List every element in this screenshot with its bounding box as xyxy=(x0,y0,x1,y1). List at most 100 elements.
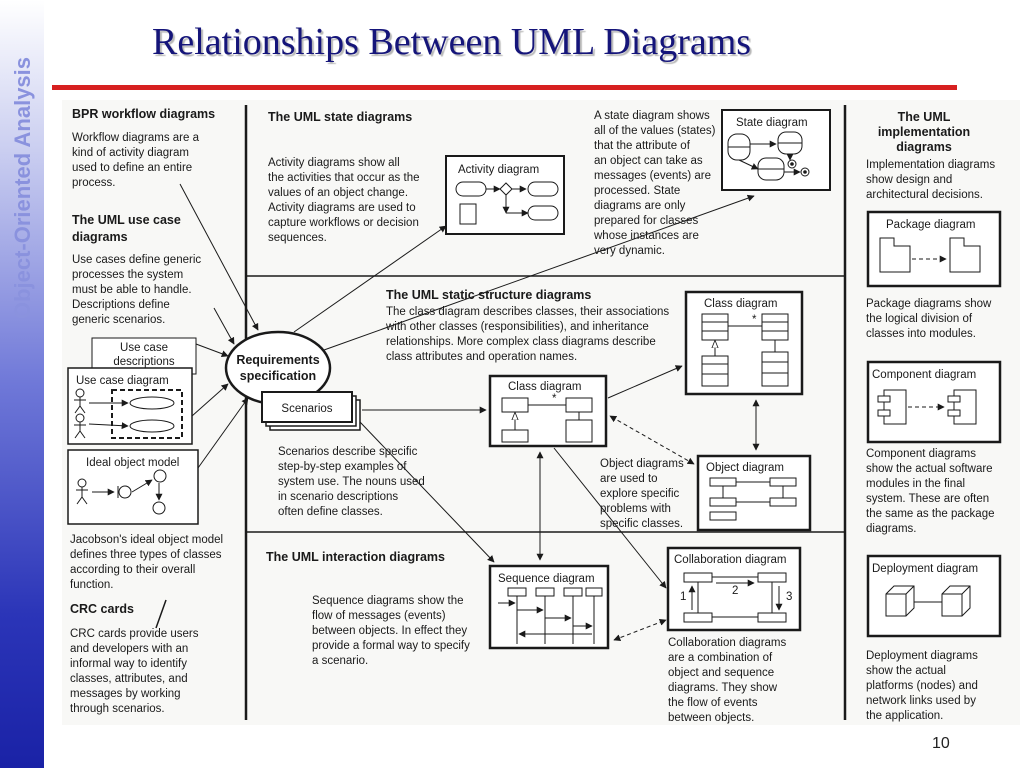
svg-text:Deployment diagram: Deployment diagram xyxy=(872,563,978,575)
svg-text:very dynamic.: very dynamic. xyxy=(594,245,665,257)
sidebar-label: Object-Oriented Analysis xyxy=(10,56,35,320)
svg-text:specific classes.: specific classes. xyxy=(600,518,683,530)
svg-text:step-by-step examples of: step-by-step examples of xyxy=(278,461,407,473)
svg-text:a scenario.: a scenario. xyxy=(312,655,368,667)
svg-text:Descriptions define: Descriptions define xyxy=(72,299,170,311)
svg-text:State diagram: State diagram xyxy=(736,117,808,129)
svg-text:The class diagram describes cl: The class diagram describes classes, the… xyxy=(386,306,669,318)
svg-text:Scenarios describe specific: Scenarios describe specific xyxy=(278,446,418,458)
svg-text:Workflow diagrams are a: Workflow diagrams are a xyxy=(72,132,200,144)
sequence-diagram-box: Sequence diagram xyxy=(488,564,610,650)
svg-text:Activity diagrams show all: Activity diagrams show all xyxy=(268,157,400,169)
svg-text:the same as the package: the same as the package xyxy=(866,508,995,520)
uml-relationships-figure: BPR workflow diagrams Workflow diagrams … xyxy=(62,100,1020,725)
svg-text:in scenario descriptions: in scenario descriptions xyxy=(278,491,398,503)
svg-text:Collaboration diagram: Collaboration diagram xyxy=(674,554,787,566)
svg-text:system use. The nouns used: system use. The nouns used xyxy=(278,476,425,488)
svg-text:prepared for classes: prepared for classes xyxy=(594,215,698,227)
svg-text:diagrams: diagrams xyxy=(896,140,952,154)
svg-text:capture workflows or decision: capture workflows or decision xyxy=(268,217,419,229)
svg-text:diagrams.: diagrams. xyxy=(866,523,917,535)
class-diagram-center-box: Class diagram * xyxy=(488,374,608,448)
slide-title: Relationships Between UML Diagrams xyxy=(152,21,752,63)
svg-text:Implementation diagrams: Implementation diagrams xyxy=(866,159,995,171)
svg-text:CRC cards provide users: CRC cards provide users xyxy=(70,628,199,640)
svg-text:flow of messages (events): flow of messages (events) xyxy=(312,610,446,622)
svg-text:Deployment diagrams: Deployment diagrams xyxy=(866,650,978,662)
interaction-heading: The UML interaction diagrams xyxy=(266,550,445,564)
svg-text:show the actual: show the actual xyxy=(866,665,946,677)
svg-text:Requirements: Requirements xyxy=(236,353,319,367)
implementation-heading: The UML xyxy=(898,110,951,124)
svg-text:function.: function. xyxy=(70,579,113,591)
actor-icon xyxy=(74,388,86,439)
ideal-object-model-box: Ideal object model xyxy=(67,449,199,525)
svg-text:are used to: are used to xyxy=(600,473,658,485)
svg-text:class attributes and operation: class attributes and operation names. xyxy=(386,351,577,363)
bpr-heading: BPR workflow diagrams xyxy=(72,107,215,121)
svg-text:diagrams are only: diagrams are only xyxy=(594,200,686,212)
svg-text:show the actual software: show the actual software xyxy=(866,463,993,475)
state-diagram-box: State diagram xyxy=(721,109,831,191)
svg-text:provide a formal way to specif: provide a formal way to specify xyxy=(312,640,470,652)
package-diagram-box: Package diagram xyxy=(866,210,1002,288)
svg-text:according to their overall: according to their overall xyxy=(70,564,195,576)
svg-text:values of an object change.: values of an object change. xyxy=(268,187,408,199)
svg-text:through scenarios.: through scenarios. xyxy=(70,703,165,715)
component-diagram-box: Component diagram xyxy=(866,360,1002,444)
svg-text:explore specific: explore specific xyxy=(600,488,680,500)
state-diagram-description: A state diagram shows all of the values … xyxy=(593,110,716,257)
svg-text:Use case diagram: Use case diagram xyxy=(76,375,169,387)
svg-text:object and sequence: object and sequence xyxy=(668,667,774,679)
jacobson-section: Jacobson's ideal object model defines th… xyxy=(70,534,223,591)
svg-text:relationships. More complex c: relationships. More complex class diagra… xyxy=(386,336,656,348)
relationship-arrows xyxy=(179,183,760,642)
svg-text:Use case: Use case xyxy=(120,342,168,354)
svg-text:often define classes.: often define classes. xyxy=(278,506,383,518)
svg-text:process.: process. xyxy=(72,177,115,189)
svg-text:1: 1 xyxy=(680,591,686,603)
svg-text:3: 3 xyxy=(786,591,792,603)
section-dividers xyxy=(244,105,847,720)
use-case-heading: The UML use case xyxy=(72,213,181,227)
svg-text:Component diagrams: Component diagrams xyxy=(866,448,976,460)
svg-text:Object diagram: Object diagram xyxy=(706,462,784,474)
object-diagram-box: Object diagram xyxy=(696,454,812,532)
svg-text:generic scenarios.: generic scenarios. xyxy=(72,314,165,326)
svg-text:Class diagram: Class diagram xyxy=(508,381,582,393)
svg-text:and developers with an: and developers with an xyxy=(70,643,188,655)
svg-text:informal way to identify: informal way to identify xyxy=(70,658,187,670)
static-structure-section: The UML static structure diagrams The cl… xyxy=(385,288,669,363)
scenarios-box: Scenarios xyxy=(261,391,361,431)
svg-text:the logical division of: the logical division of xyxy=(866,313,973,325)
requirements-specification: Requirements specification xyxy=(224,330,332,406)
svg-text:with other classes (responsibi: with other classes (responsibilities), a… xyxy=(385,321,649,333)
svg-text:Object diagrams: Object diagrams xyxy=(600,458,684,470)
use-case-descriptions-box: Use case descriptions xyxy=(91,337,197,375)
svg-text:*: * xyxy=(552,393,557,405)
interaction-section: The UML interaction diagrams Sequence di… xyxy=(266,550,470,667)
use-case-diagram-box: Use case diagram xyxy=(67,367,193,445)
svg-text:classes into modules.: classes into modules. xyxy=(866,328,976,340)
svg-text:defines three types of classes: defines three types of classes xyxy=(70,549,222,561)
svg-text:architectural decisions.: architectural decisions. xyxy=(866,189,983,201)
activity-diagram-box: Activity diagram xyxy=(445,155,565,235)
svg-text:modules in the final: modules in the final xyxy=(866,478,965,490)
svg-text:Package diagrams show: Package diagrams show xyxy=(866,298,992,310)
svg-text:Collaboration diagrams: Collaboration diagrams xyxy=(668,637,787,649)
svg-text:used to define an entire: used to define an entire xyxy=(72,162,192,174)
svg-text:an object can take as: an object can take as xyxy=(594,155,703,167)
implementation-section: The UML implementation diagrams Implemen… xyxy=(866,110,995,201)
svg-text:Use cases define generic: Use cases define generic xyxy=(72,254,201,266)
svg-text:descriptions: descriptions xyxy=(113,356,175,368)
svg-text:all of the values (states): all of the values (states) xyxy=(594,125,716,137)
title-underline xyxy=(52,85,957,90)
svg-text:messages (events) are: messages (events) are xyxy=(594,170,711,182)
svg-text:Sequence diagrams show the: Sequence diagrams show the xyxy=(312,595,464,607)
svg-text:Activity diagrams are used to: Activity diagrams are used to xyxy=(268,202,416,214)
svg-text:Scenarios: Scenarios xyxy=(281,403,332,415)
svg-text:are a combination of: are a combination of xyxy=(668,652,773,664)
svg-text:the application.: the application. xyxy=(866,710,943,722)
svg-text:that the attribute of: that the attribute of xyxy=(594,140,691,152)
crc-cards-section: CRC cards CRC cards provide users and de… xyxy=(70,599,199,715)
